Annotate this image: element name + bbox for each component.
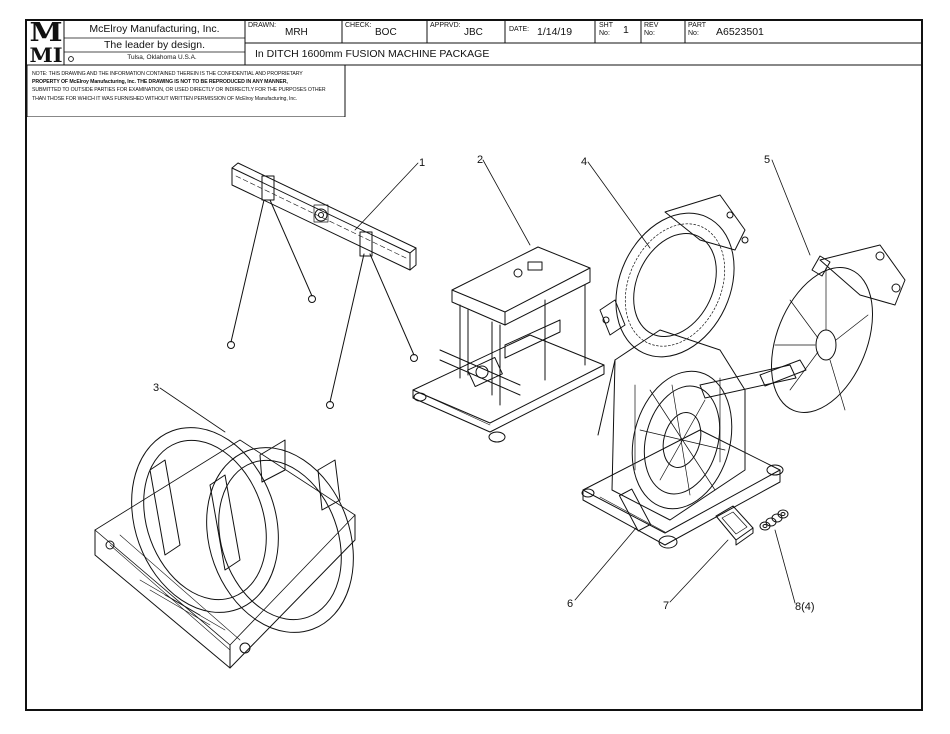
check-label: CHECK: [345,22,372,29]
sheet-label: SHT [599,22,613,29]
drawing-description: In DITCH 1600mm FUSION MACHINE PACKAGE [255,48,490,60]
part-number: A6523501 [716,26,764,38]
logo-top-letter: M [29,18,63,48]
confidentiality-notice: NOTE: THIS DRAWING AND THE INFORMATION C… [32,70,352,103]
title-block: M MI McElroy Manufacturing, Inc. The lea… [27,18,921,117]
notice-line: SUBMITTED TO OUTSIDE PARTIES FOR EXAMINA… [32,87,326,94]
notice-line: THAN THOSE FOR WHICH IT WAS FURNISHED WI… [32,95,297,102]
notice-line: PROPERTY OF McElroy Manufacturing, Inc. … [32,79,288,86]
apprvd-value: JBC [464,27,483,38]
apprvd-label: APPRVD: [430,22,461,29]
check-value: BOC [375,27,397,38]
drawn-label: DRAWN: [248,22,277,29]
notice-line: NOTE: THIS DRAWING AND THE INFORMATION C… [32,71,303,77]
rev-label: REV [644,22,659,29]
date-value: 1/14/19 [537,26,573,38]
rev-no-label: No: [644,30,655,37]
title-block-lines [27,21,921,117]
drawn-value: MRH [285,27,308,38]
company-location: Tulsa, Oklahoma U.S.A. [127,54,197,61]
company-logo: M MI [29,18,63,67]
sheet-no-label: No: [599,30,610,37]
date-label: DATE: [509,26,530,33]
company-name: McElroy Manufacturing, Inc. [89,23,220,35]
company-tagline: The leader by design. [104,39,205,51]
part-label: PART [688,22,707,29]
sheet-value: 1 [623,24,629,36]
drawing-sheet: M MI McElroy Manufacturing, Inc. The lea… [25,19,923,711]
part-no-label: No: [688,30,699,37]
logo-bottom-letters: MI [29,43,63,67]
